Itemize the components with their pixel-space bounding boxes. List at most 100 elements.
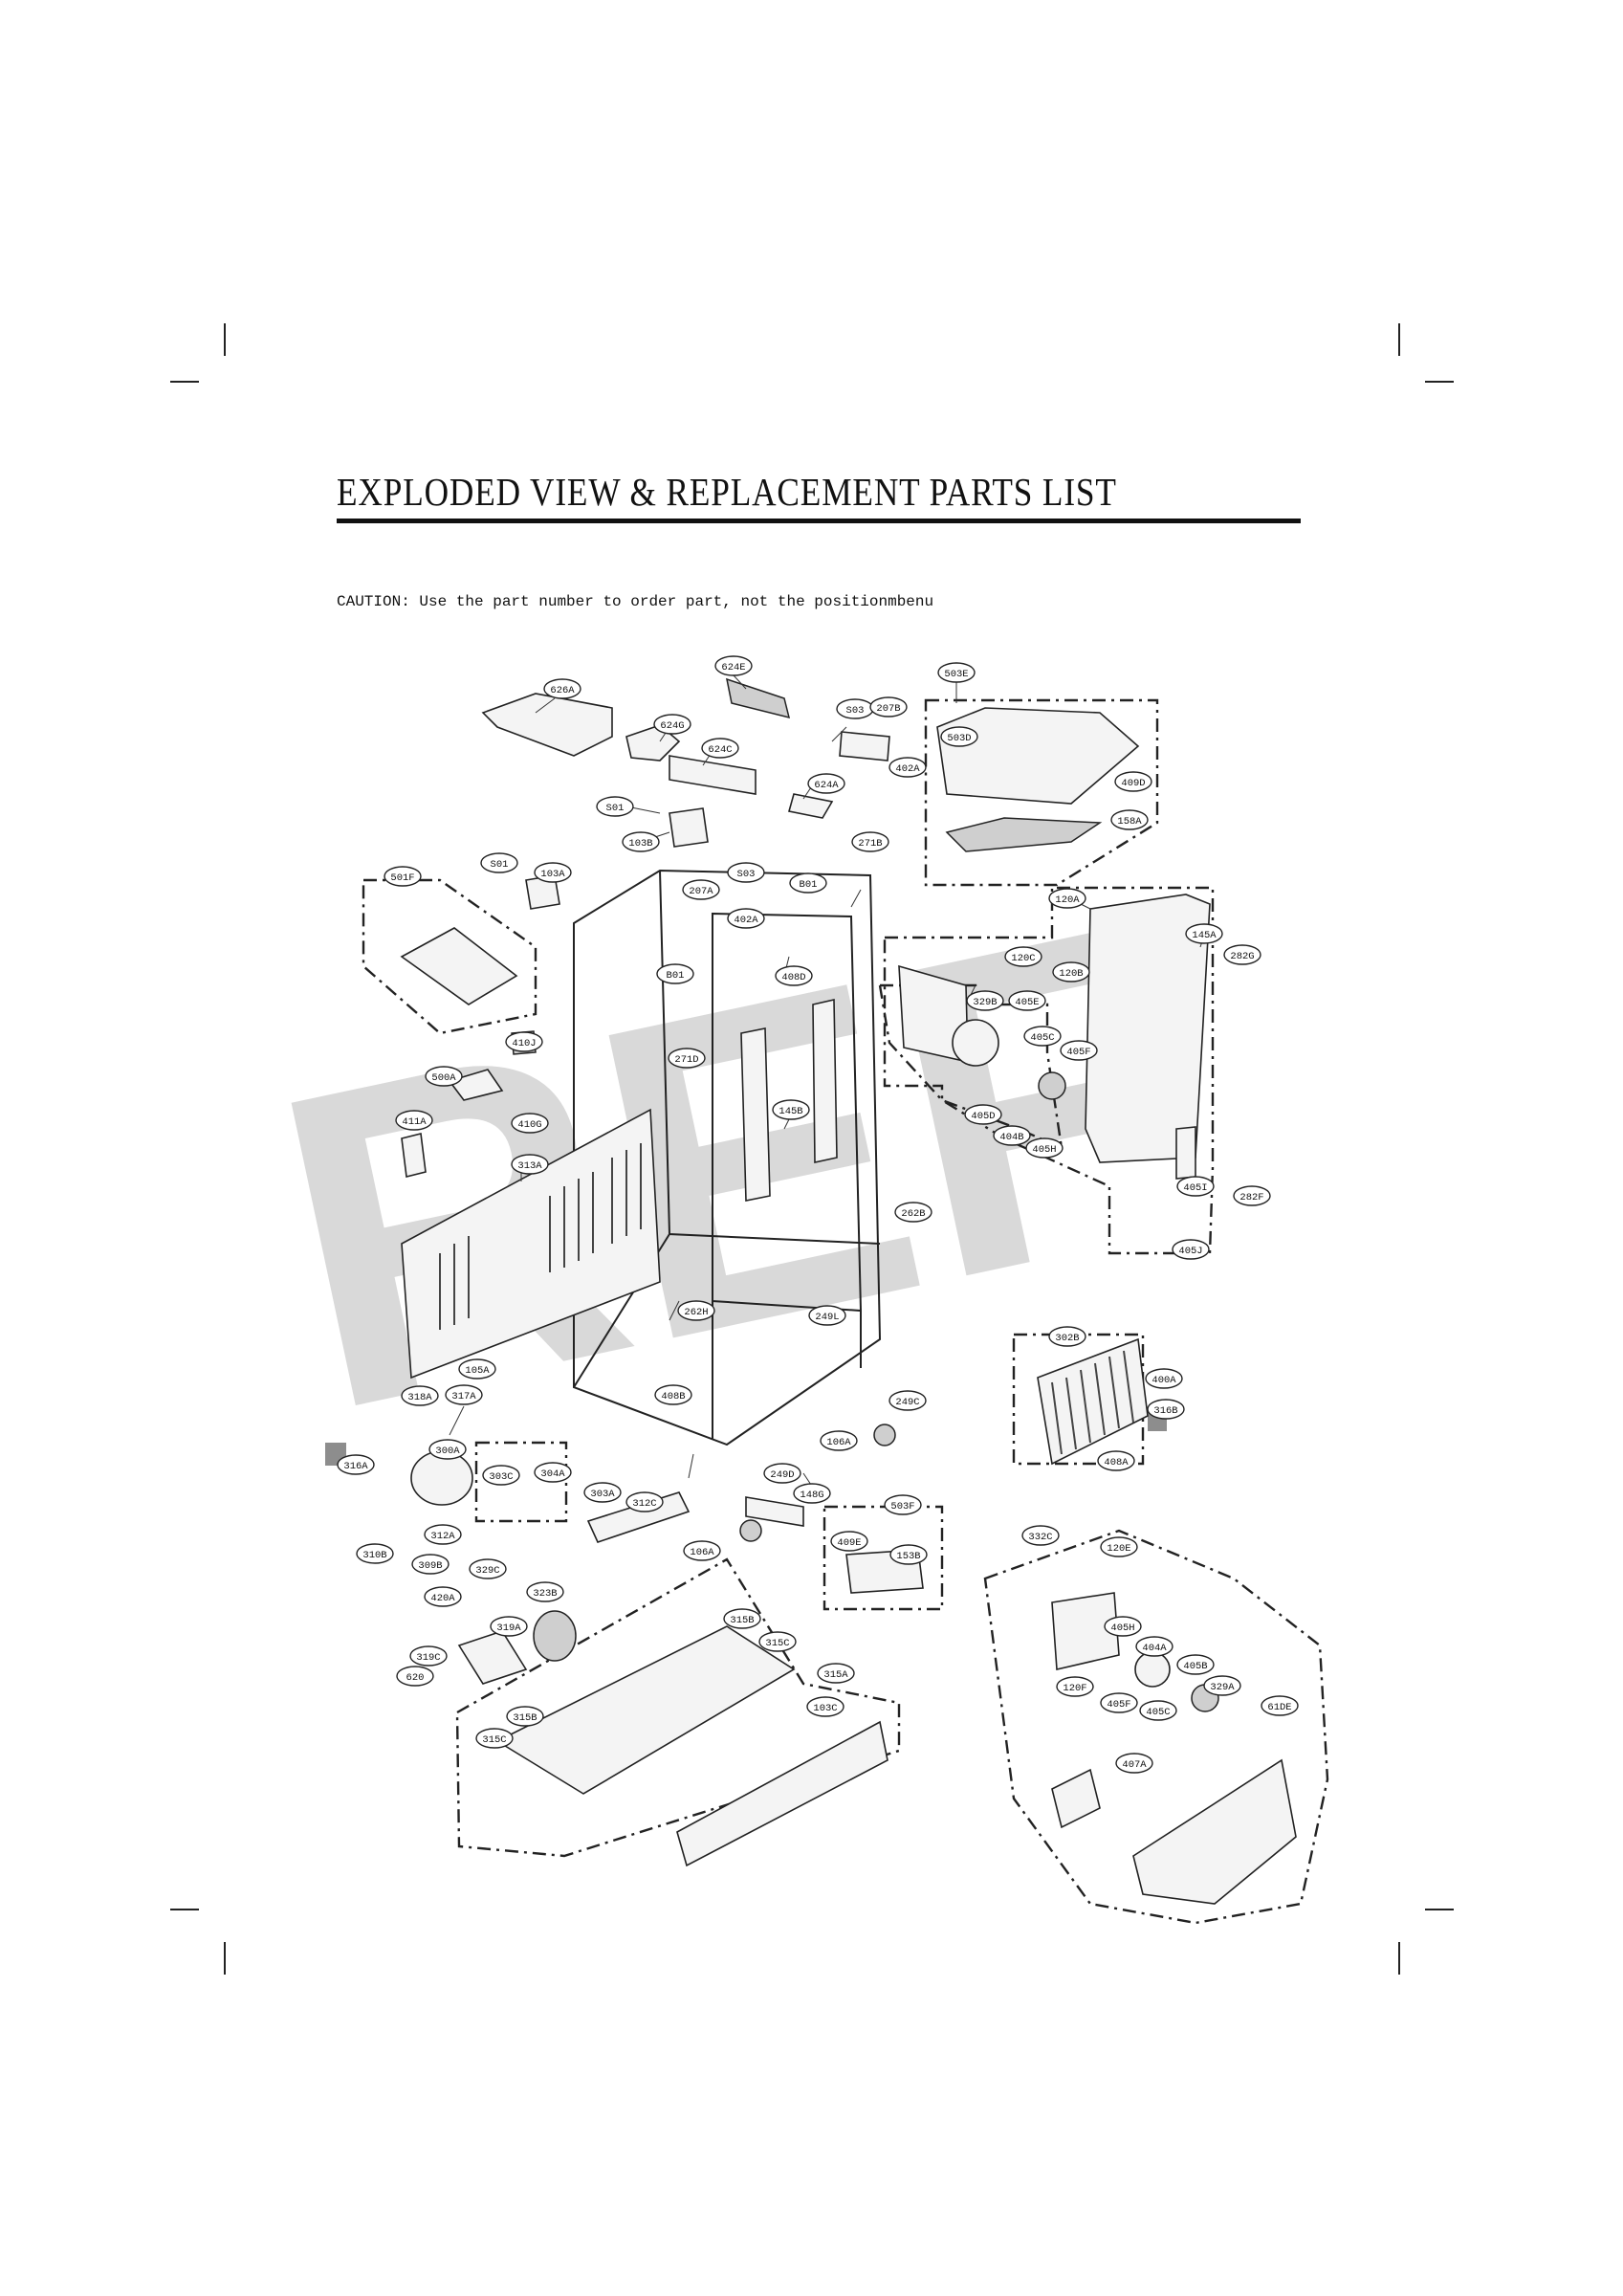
drain-heater-bracket [745,1496,804,1527]
shelf-left [400,927,518,1005]
callout-text: 145B [779,1106,802,1117]
rear-cover-panel [401,1108,661,1380]
callout-text: B01 [667,970,685,982]
lower-cover [676,1720,888,1867]
callout-text: 404B [999,1132,1023,1143]
callout-text: 312A [430,1531,455,1542]
callout-text: 318A [407,1392,432,1403]
solenoid-part [787,793,834,819]
fan-motor [952,1019,999,1067]
callout-text: 282F [1239,1192,1263,1203]
callout-503f: 503F [884,1494,922,1515]
callout-153b: 153B [889,1544,928,1565]
callout-text: 624C [708,744,732,756]
callout-282g: 282G [1223,944,1261,965]
callout-text: 405H [1032,1144,1056,1156]
callout-text: 302B [1055,1333,1079,1344]
power-cord-plug [401,1133,427,1178]
callout-300a: 300A [428,1439,467,1460]
callout-312c: 312C [625,1491,664,1512]
callout-120c: 120C [1004,946,1042,967]
callout-405f: 405F [1060,1040,1098,1061]
callout-404a: 404A [1135,1636,1173,1657]
callout-text: 626A [550,685,575,696]
callout-text: 158A [1117,816,1142,828]
callout-text: 317A [451,1391,476,1402]
callout-408d: 408D [775,965,813,986]
callout-text: 315B [513,1712,537,1724]
dispenser-motor [1134,1651,1171,1688]
callout-319a: 319A [490,1616,528,1637]
evaporator-coil [1037,1337,1149,1466]
callout-text: 120B [1059,968,1083,980]
callout-120a: 120A [1048,888,1086,909]
callout-text: 103B [628,838,652,850]
callout-text: 303A [590,1489,615,1500]
callout-text: 120A [1055,894,1080,906]
callout-405c: 405C [1023,1026,1062,1047]
ice-maker-part [481,693,613,757]
callout-text: 420A [430,1593,455,1604]
callout-text: 409D [1121,778,1145,789]
callout-315c: 315C [758,1631,797,1652]
crop-mark-bottom-left [224,1942,226,1975]
callout-148g: 148G [793,1483,831,1504]
callout-text: 501F [390,872,414,884]
callout-text: 145A [1192,930,1217,941]
callout-text: 103C [813,1703,837,1714]
callout-409d: 409D [1114,771,1152,792]
callout-text: 148G [800,1490,823,1501]
callout-text: 408A [1104,1457,1129,1468]
dispenser-housing [1051,1592,1120,1670]
callout-207b: 207B [869,696,908,718]
callout-text: 310B [362,1550,386,1561]
condenser-fan [457,1630,528,1685]
callout-text: 402A [734,915,758,926]
callout-249l: 249L [808,1305,846,1326]
callout-271b: 271B [851,831,889,852]
callout-323b: 323B [526,1581,564,1602]
group-outline-machine-room [455,1557,901,1858]
callout-text: 405E [1015,997,1039,1008]
page-title: EXPLODED VIEW & REPLACEMENT PARTS LIST [337,470,1117,514]
callout-text: 409E [837,1537,861,1549]
callout-500a: 500A [425,1066,463,1087]
callout-405j: 405J [1172,1239,1210,1260]
callout-text: 329A [1210,1682,1235,1693]
dispenser-damper [1051,1768,1101,1829]
damper-motor [1175,1126,1196,1180]
callout-262h: 262H [677,1300,715,1321]
callout-text: 315A [823,1669,848,1681]
fan-blade [1038,1071,1066,1100]
callout-405e: 405E [1008,990,1046,1011]
callout-624c: 624C [701,738,739,759]
callout-103a: 103A [534,862,572,883]
callout-text: 304A [540,1468,565,1480]
crop-mark-top-left-h [170,381,199,383]
callout-text: 408D [781,972,805,983]
callout-text: 400A [1151,1375,1176,1386]
callout-text: 624G [660,720,684,732]
callout-312a: 312A [424,1524,462,1545]
callout-text: 312C [632,1498,656,1510]
callout-304a: 304A [534,1462,572,1483]
callout-329a: 329A [1203,1675,1241,1696]
leveling-foot-left [739,1519,762,1542]
bracket-part [669,755,757,795]
callout-624g: 624G [653,714,691,735]
callout-145a: 145A [1185,923,1223,944]
callout-text: 249C [895,1397,919,1408]
callout-text: S01 [491,859,509,871]
callout-text: 410G [517,1119,541,1131]
crop-mark-top-right-h [1425,381,1454,383]
callout-text: B01 [800,879,818,891]
callout-303c: 303C [482,1465,520,1486]
callout-s03: S03 [727,862,765,883]
callout-text: 329C [475,1565,499,1577]
callout-text: 624E [721,662,745,673]
callout-271d: 271D [668,1048,706,1069]
callout-409e: 409E [830,1531,868,1552]
callout-text: 262B [901,1208,925,1220]
callout-text: 300A [435,1446,460,1457]
